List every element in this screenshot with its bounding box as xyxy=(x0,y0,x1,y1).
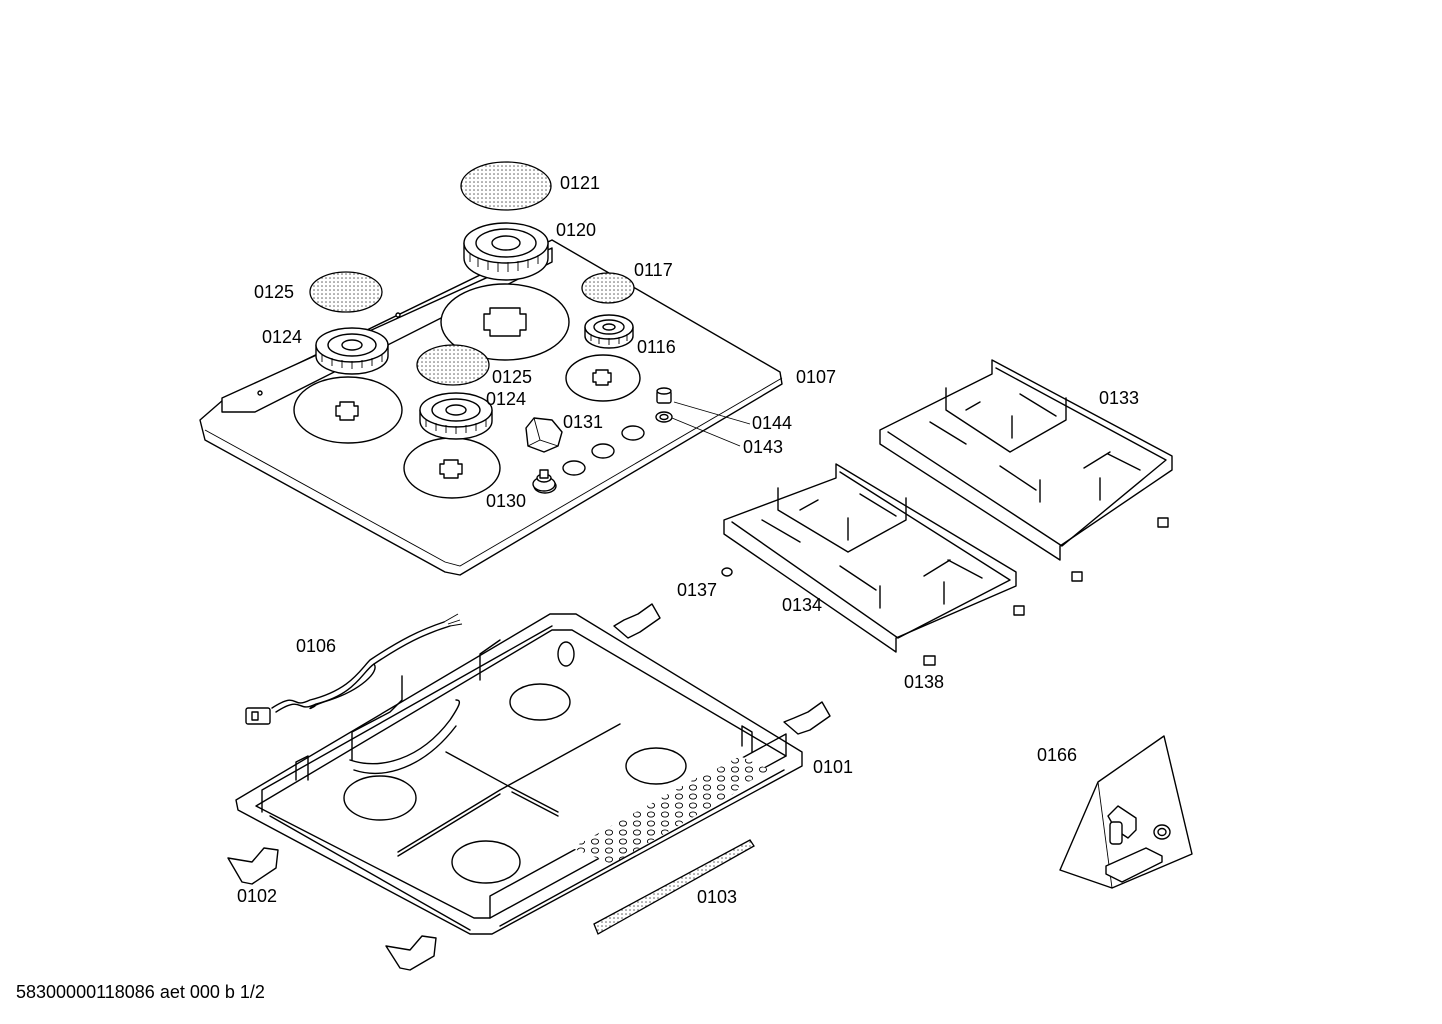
rubber-foot xyxy=(923,655,936,666)
label-part-0125: 0125 xyxy=(254,282,294,302)
base-tray xyxy=(235,613,803,935)
rubber-foot xyxy=(1071,571,1083,582)
burner-head-small xyxy=(584,314,634,349)
pan-support-left xyxy=(723,463,1017,653)
burner-head-large xyxy=(463,222,549,281)
leader-line xyxy=(673,401,751,425)
label-part-0103: 0103 xyxy=(697,887,737,907)
label-part-0166: 0166 xyxy=(1037,745,1077,765)
power-cable xyxy=(245,613,463,725)
label-part-0144: 0144 xyxy=(752,413,792,433)
label-part-0116: 0116 xyxy=(637,337,676,357)
label-part-0131: 0131 xyxy=(563,412,603,432)
button-ring xyxy=(655,411,673,423)
label-part-0138: 0138 xyxy=(904,672,944,692)
label-part-0133: 0133 xyxy=(1099,388,1139,408)
knob-spindle xyxy=(532,469,556,492)
pan-support-right xyxy=(879,359,1173,561)
rubber-foot xyxy=(1157,517,1169,528)
label-part-0101: 0101 xyxy=(813,757,853,777)
label-part-0121: 0121 xyxy=(560,173,600,193)
fixing-clip xyxy=(385,935,437,971)
label-part-0125: 0125 xyxy=(492,367,532,387)
burner-head-medium-rear xyxy=(315,327,389,375)
fixing-clip xyxy=(227,847,279,885)
burner-cap-medium-rear xyxy=(309,271,383,313)
burner-cap-medium-front xyxy=(416,344,490,386)
label-part-0124: 0124 xyxy=(262,327,302,347)
label-part-0117: 0117 xyxy=(634,260,673,280)
label-part-0106: 0106 xyxy=(296,636,336,656)
ignition-button xyxy=(656,387,672,404)
label-part-0143: 0143 xyxy=(743,437,783,457)
mounting-clamp xyxy=(613,603,661,639)
label-part-0134: 0134 xyxy=(782,595,822,615)
connection-kit-bag xyxy=(1059,735,1193,889)
label-part-0124: 0124 xyxy=(486,389,526,409)
label-part-0107: 0107 xyxy=(796,367,836,387)
burner-cap-small xyxy=(581,272,635,304)
burner-cap-large xyxy=(460,161,552,211)
seal-strip xyxy=(593,839,755,935)
document-id: 58300000118086 aet 000 b 1/2 xyxy=(16,982,265,1002)
burner-head-medium-front xyxy=(419,392,493,440)
label-part-0102: 0102 xyxy=(237,886,277,906)
control-knob xyxy=(525,417,563,453)
leader-line xyxy=(671,417,741,447)
mounting-clamp xyxy=(783,701,831,735)
label-part-0137: 0137 xyxy=(677,580,717,600)
label-part-0130: 0130 xyxy=(486,491,526,511)
small-foot xyxy=(721,567,733,577)
label-part-0120: 0120 xyxy=(556,220,596,240)
rubber-foot xyxy=(1013,605,1025,616)
